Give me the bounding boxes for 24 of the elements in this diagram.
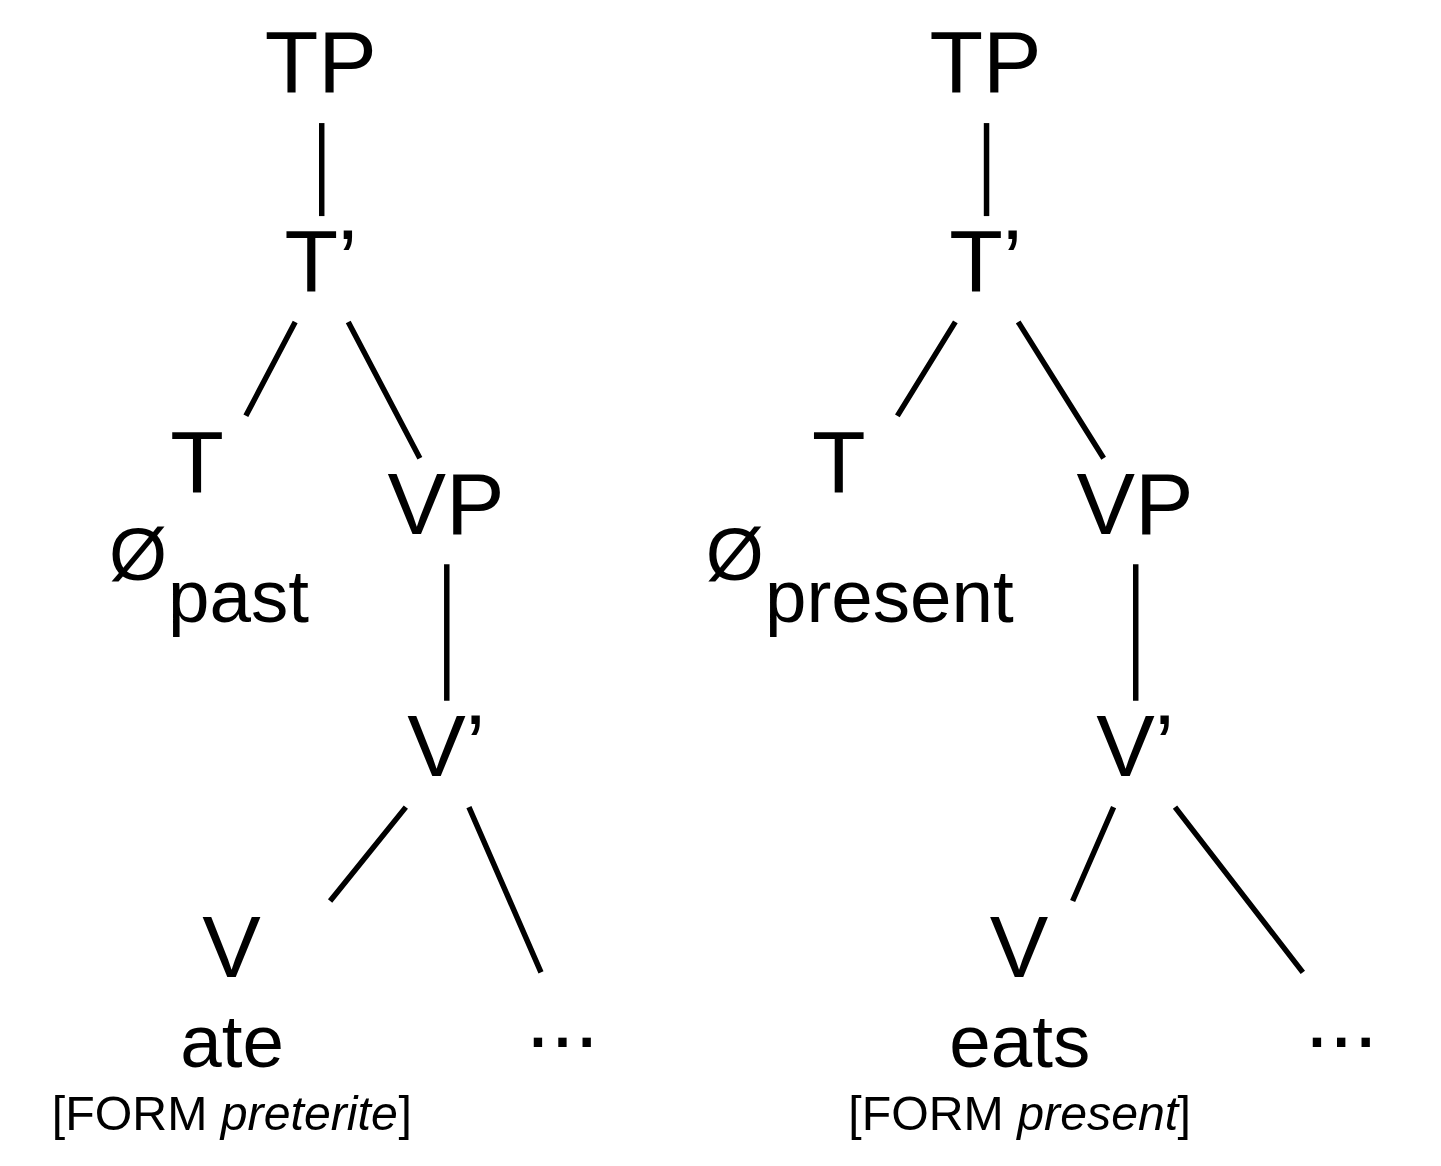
connector bbox=[318, 123, 325, 217]
node-text: V’ bbox=[407, 697, 486, 796]
node-text: VP bbox=[387, 454, 505, 553]
connector bbox=[243, 320, 298, 418]
node-text: V eats [FORM present] bbox=[848, 897, 1191, 1140]
node-text: TP bbox=[264, 12, 377, 111]
connector bbox=[327, 805, 408, 903]
node-text: V ate [FORM preterite] bbox=[51, 897, 412, 1140]
node-text: ... bbox=[1304, 968, 1378, 1067]
node-text: T’ bbox=[949, 212, 1023, 311]
connector bbox=[345, 320, 423, 460]
connector bbox=[466, 806, 544, 974]
connector bbox=[895, 320, 958, 418]
connector bbox=[1070, 806, 1117, 903]
node-text: V’ bbox=[1096, 697, 1175, 796]
node-text: VP bbox=[1076, 454, 1194, 553]
connector bbox=[444, 564, 450, 701]
connector bbox=[983, 123, 990, 217]
connector bbox=[1015, 320, 1106, 460]
node-text: TP bbox=[929, 12, 1042, 111]
connector bbox=[1133, 564, 1139, 701]
node-text: T’ bbox=[284, 212, 358, 311]
node-text: ... bbox=[525, 968, 599, 1067]
connector bbox=[1172, 805, 1305, 975]
